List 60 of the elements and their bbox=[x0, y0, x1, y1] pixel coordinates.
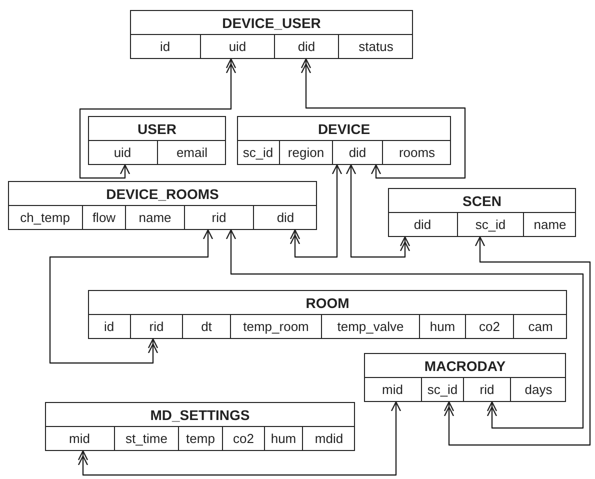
column-field: uid bbox=[200, 34, 274, 58]
column-field: rid bbox=[463, 377, 510, 401]
column-field: temp bbox=[178, 426, 222, 450]
table-box bbox=[388, 188, 576, 237]
column-field: sc_id bbox=[457, 212, 523, 236]
column-field: flow bbox=[82, 205, 125, 229]
column-field: did bbox=[253, 205, 317, 229]
column-field: did bbox=[388, 212, 457, 236]
table-title: DEVICE bbox=[316, 120, 372, 139]
column-field: ch_temp bbox=[8, 205, 82, 229]
table-title: MACRODAY bbox=[423, 357, 507, 376]
column-field: id bbox=[130, 34, 200, 58]
column-field: st_time bbox=[114, 426, 178, 450]
connector bbox=[78, 401, 402, 476]
column-field: mdid bbox=[302, 426, 355, 450]
table-title: DEVICE_ROOMS bbox=[105, 185, 220, 204]
column-field: rid bbox=[130, 314, 182, 338]
column-field: dt bbox=[182, 314, 230, 338]
connector bbox=[290, 164, 342, 258]
column-field: sc_id bbox=[421, 377, 463, 401]
column-field: did bbox=[274, 34, 338, 58]
table-title: DEVICE_USER bbox=[221, 14, 322, 33]
column-field: status bbox=[338, 34, 413, 58]
table-title: MD_SETTINGS bbox=[149, 406, 251, 425]
column-field: rooms bbox=[382, 140, 451, 164]
connector bbox=[226, 229, 584, 429]
table-box bbox=[364, 353, 566, 402]
column-field: hum bbox=[419, 314, 465, 338]
connector bbox=[49, 229, 214, 364]
table-box bbox=[8, 181, 317, 230]
table-box bbox=[130, 10, 413, 59]
table-title: USER bbox=[136, 120, 178, 139]
column-field: hum bbox=[264, 426, 302, 450]
column-field: name bbox=[523, 212, 576, 236]
column-field: temp_room bbox=[230, 314, 321, 338]
table-box bbox=[45, 402, 355, 451]
table-title: ROOM bbox=[304, 294, 350, 313]
column-field: region bbox=[279, 140, 332, 164]
column-field: days bbox=[510, 377, 566, 401]
column-field: uid bbox=[88, 140, 157, 164]
table-box bbox=[237, 116, 451, 165]
column-field: co2 bbox=[465, 314, 513, 338]
connector bbox=[346, 164, 410, 258]
column-field: temp_valve bbox=[321, 314, 419, 338]
column-field: name bbox=[125, 205, 184, 229]
column-field: rid bbox=[184, 205, 253, 229]
connector bbox=[444, 236, 591, 446]
column-field: sc_id bbox=[237, 140, 279, 164]
column-field: co2 bbox=[222, 426, 264, 450]
column-field: id bbox=[88, 314, 130, 338]
table-title: SCEN bbox=[462, 192, 502, 211]
table-box bbox=[88, 116, 226, 165]
connector bbox=[79, 58, 236, 179]
column-field: mid bbox=[364, 377, 421, 401]
connector bbox=[300, 58, 466, 179]
column-field: did bbox=[332, 140, 382, 164]
column-field: email bbox=[157, 140, 226, 164]
table-box bbox=[88, 290, 567, 339]
column-field: cam bbox=[513, 314, 567, 338]
column-field: mid bbox=[45, 426, 114, 450]
